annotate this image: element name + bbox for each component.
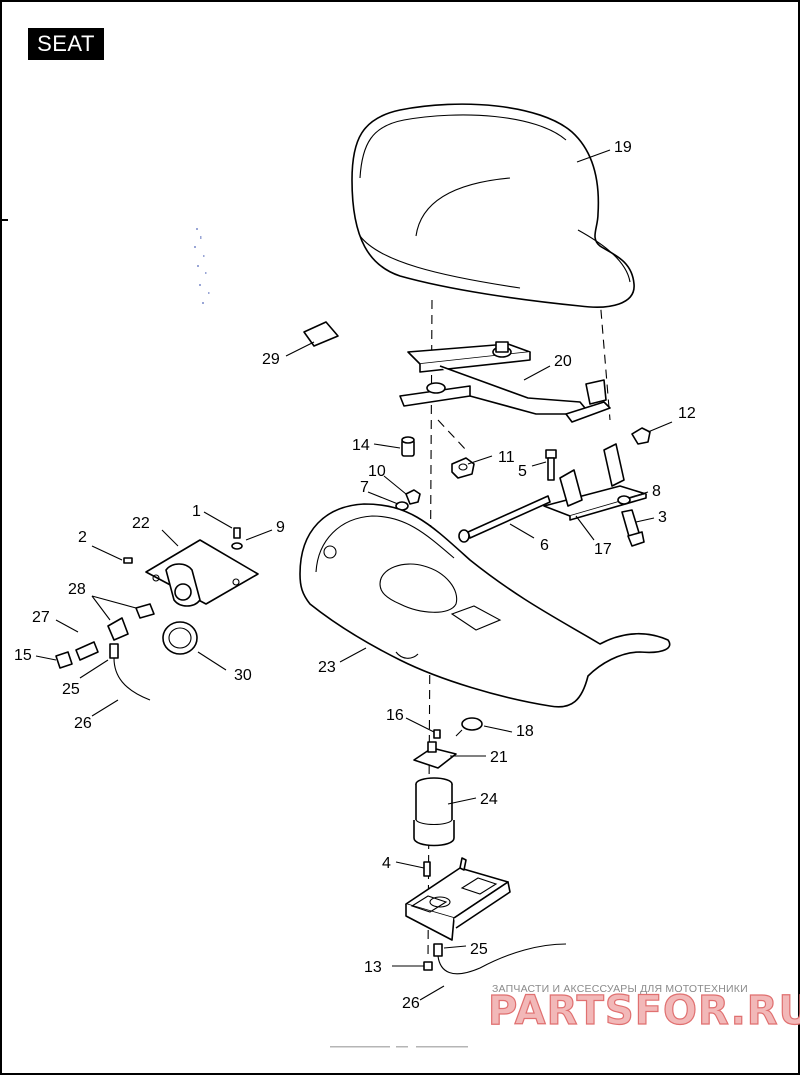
part-hose-lower [423, 943, 567, 975]
part-air-gauge [162, 621, 198, 655]
part-seat-bracket [399, 341, 611, 423]
callout-23: 23 [318, 659, 336, 676]
callout-25-lower: 25 [470, 941, 488, 958]
part-nut [451, 457, 475, 479]
watermark-brand: PARTSFOR.RU [488, 988, 800, 1034]
callout-1: 1 [192, 503, 201, 520]
callout-10: 10 [368, 463, 386, 480]
callout-11: 11 [498, 449, 515, 466]
scan-speckle [194, 228, 210, 304]
part-lower-bracket [405, 857, 511, 941]
callout-numbers: 19 29 20 12 14 11 5 10 8 7 3 6 17 1 9 22… [14, 139, 696, 1012]
callout-19: 19 [614, 139, 632, 156]
callout-21: 21 [490, 749, 508, 766]
part-washer [617, 495, 631, 505]
callout-18: 18 [516, 723, 534, 740]
callout-27: 27 [32, 609, 50, 626]
callout-26-lower: 26 [402, 995, 420, 1012]
bottom-scan-marks [330, 1046, 468, 1048]
part-gauge-bracket [145, 539, 259, 607]
callout-30: 30 [234, 667, 252, 684]
part-screw-1 [233, 527, 241, 539]
callout-25-upper: 25 [62, 681, 80, 698]
part-air-cylinder [413, 777, 455, 847]
leader-lines [35, 149, 673, 1001]
part-hose-upper [109, 643, 151, 701]
part-long-bolt [458, 495, 551, 543]
callout-15: 15 [14, 647, 32, 664]
callout-24: 24 [480, 791, 498, 808]
callout-2: 2 [78, 529, 87, 546]
watermark-tagline: ЗАПЧАСТИ И АКСЕССУАРЫ ДЛЯ МОТОТЕХНИКИ [492, 983, 748, 995]
part-nut-small [631, 427, 651, 445]
callout-28: 28 [68, 581, 86, 598]
part-bolt-short [545, 449, 557, 481]
callout-29: 29 [262, 351, 280, 368]
part-seat [351, 103, 635, 308]
part-spacer [401, 436, 415, 457]
part-ring [455, 717, 483, 737]
part-bolt-3 [621, 509, 645, 547]
callout-5: 5 [518, 463, 527, 480]
part-nut-10 [405, 489, 421, 505]
callout-8: 8 [652, 483, 661, 500]
callout-17: 17 [594, 541, 612, 558]
callout-20: 20 [554, 353, 572, 370]
callout-26-upper: 26 [74, 715, 92, 732]
part-stud [423, 861, 431, 877]
part-seat-pan [299, 503, 671, 708]
part-adapter [75, 641, 99, 661]
watermark: ЗАПЧАСТИ И АКСЕССУАРЫ ДЛЯ МОТОТЕХНИКИ PA… [487, 983, 800, 1035]
part-mount-bracket [543, 443, 647, 521]
callout-13: 13 [364, 959, 382, 976]
part-label-card [303, 321, 339, 347]
part-screw-2 [123, 557, 133, 564]
callout-16: 16 [386, 707, 404, 724]
part-fittings [107, 603, 155, 641]
section-title: SEAT [28, 28, 104, 60]
part-washer-9 [231, 542, 243, 550]
callout-12: 12 [678, 405, 696, 422]
callout-3: 3 [658, 509, 667, 526]
callout-22: 22 [132, 515, 150, 532]
callout-6: 6 [540, 537, 549, 554]
callout-14: 14 [352, 437, 370, 454]
part-mount-plate [413, 741, 457, 769]
callout-9: 9 [276, 519, 285, 536]
part-screw-16 [433, 729, 441, 739]
part-cap [55, 651, 73, 669]
callout-4: 4 [382, 855, 391, 872]
callout-7: 7 [360, 479, 369, 496]
